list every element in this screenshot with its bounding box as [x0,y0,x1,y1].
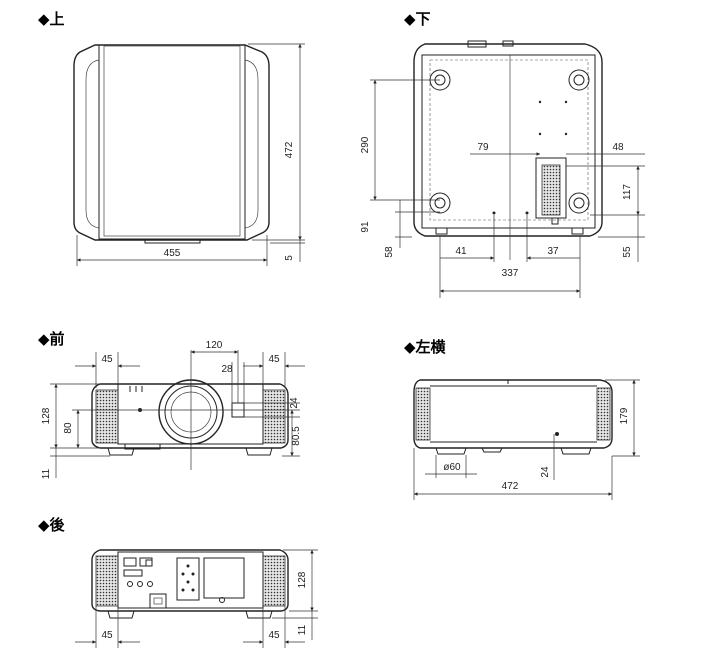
bottom-view: ◆下 290 91 [360,10,645,298]
front-24-label: 24 [289,397,300,409]
rear-128-label: 128 [297,571,308,588]
front-view: ◆前 45 120 28 45 [38,330,305,479]
bottom-55-label: 55 [622,246,633,258]
front-45-left-label: 45 [101,354,113,365]
front-80-label: 80 [63,422,74,434]
side-472-label: 472 [502,481,519,492]
top-view: ◆上 472 5 455 [38,10,305,266]
bottom-290-label: 290 [360,136,371,153]
front-view-heading: ◆前 [38,330,65,348]
front-128-label: 128 [41,407,52,424]
side-24-label: 24 [540,466,551,478]
side-view: ◆左横 179 ø60 24 472 [404,338,640,500]
bottom-41-label: 41 [455,246,467,257]
bottom-117-label: 117 [622,184,633,200]
top-offset-label: 5 [284,255,295,261]
side-179-label: 179 [619,407,630,424]
side-foot-label: ø60 [443,462,461,473]
rear-11-label: 11 [297,624,308,635]
front-11-label: 11 [41,468,52,479]
bottom-91-label: 91 [360,221,371,233]
side-view-heading: ◆左横 [404,338,447,356]
bottom-79-label: 79 [477,142,489,153]
bottom-337-label: 337 [502,268,519,279]
feet [429,69,590,214]
bottom-48-label: 48 [612,142,624,153]
front-45-right-label: 45 [268,354,280,365]
rear-45-right-label: 45 [268,630,280,641]
front-28-label: 28 [221,364,233,375]
rear-45-left-label: 45 [101,630,113,641]
top-height-label: 472 [284,141,295,158]
bottom-58-label: 58 [384,246,395,258]
bottom-view-heading: ◆下 [404,10,431,28]
top-width-label: 455 [164,248,181,259]
front-805-label: 80.5 [291,426,302,446]
rear-view: ◆後 45 45 128 [38,516,318,648]
rear-view-heading: ◆後 [38,516,66,534]
top-view-heading: ◆上 [38,10,65,28]
front-120-label: 120 [206,340,223,351]
bottom-37-label: 37 [547,246,559,257]
